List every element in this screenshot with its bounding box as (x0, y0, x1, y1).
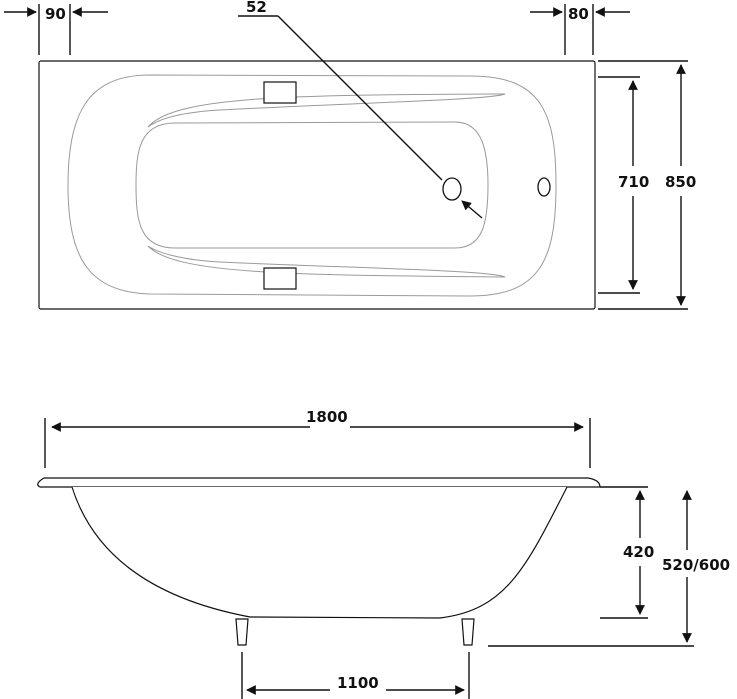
dim-total-height: 520/600 (662, 556, 730, 574)
dim-left-margin: 90 (45, 5, 66, 23)
tub-body-side (71, 486, 568, 619)
dim-outer-width: 850 (665, 173, 696, 191)
tub-basin-inner (135, 121, 489, 249)
tub-rim-side (37, 477, 601, 488)
dim-right-margin: 80 (568, 5, 589, 23)
side-view: 1800 420 520/600 1100 (37, 408, 730, 699)
dim-inner-width: 710 (618, 173, 649, 191)
dim-body-height: 420 (623, 543, 654, 561)
top-view: 90 52 80 710 850 (4, 0, 696, 310)
overflow-hole (537, 177, 551, 197)
dim-leg-span: 1100 (337, 674, 379, 692)
tub-rim-outline (38, 60, 596, 310)
leg-left (235, 618, 249, 646)
leg-right (461, 618, 475, 646)
handle-bottom (263, 267, 297, 290)
drain-hole (442, 177, 462, 201)
dim-drain: 52 (246, 0, 267, 16)
armrest-top (147, 93, 506, 128)
dim-length: 1800 (306, 408, 348, 426)
armrest-bottom (147, 245, 506, 278)
handle-top (263, 81, 297, 104)
tub-basin-outer (67, 74, 557, 297)
